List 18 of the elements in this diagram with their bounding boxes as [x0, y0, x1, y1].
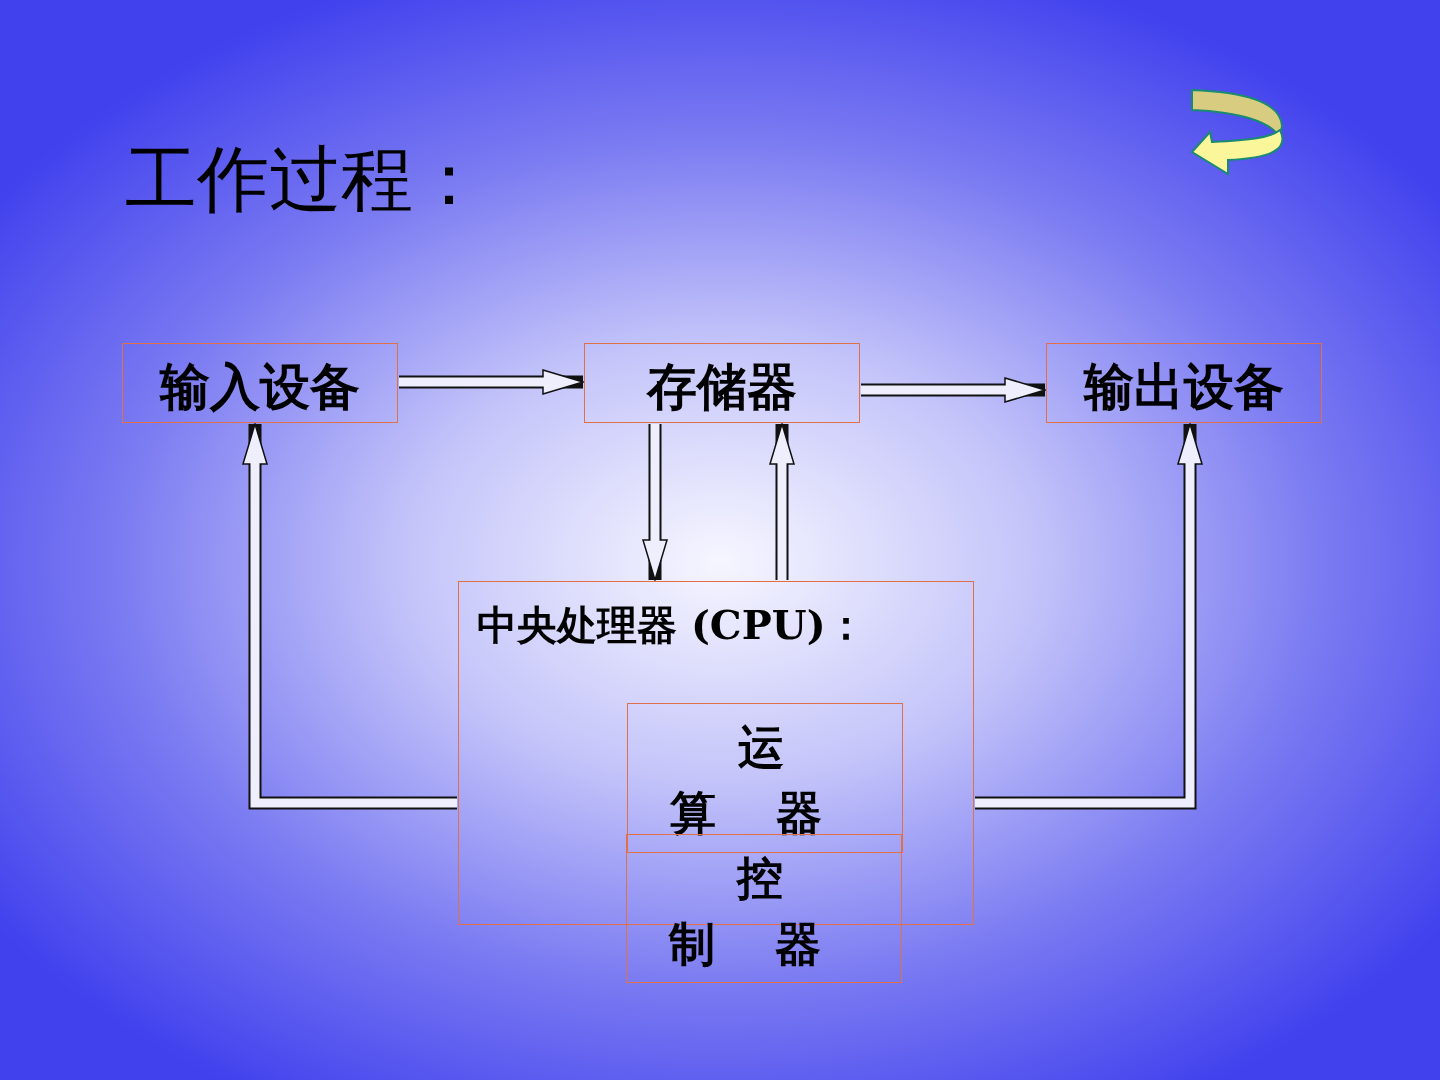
process-box: [122, 343, 398, 423]
box-label: 输出设备: [1082, 356, 1285, 418]
process-box: [584, 343, 860, 423]
title: 工作过程：: [125, 136, 485, 223]
arrow: [769, 423, 795, 580]
process-box: [627, 703, 903, 853]
box-label: 运算器: [669, 719, 883, 842]
arrow: [975, 423, 1203, 810]
box-heading: 中央处理器 (CPU)：: [477, 600, 866, 650]
process-box: [626, 834, 902, 983]
arrow: [242, 423, 457, 810]
arrow: [399, 369, 584, 395]
arrow: [861, 377, 1046, 403]
arrow: [642, 424, 668, 581]
box-label: 输入设备: [158, 356, 361, 418]
box-label: 存储器: [645, 356, 798, 418]
box-label: 控制器: [667, 850, 882, 973]
process-box: [1046, 343, 1322, 423]
